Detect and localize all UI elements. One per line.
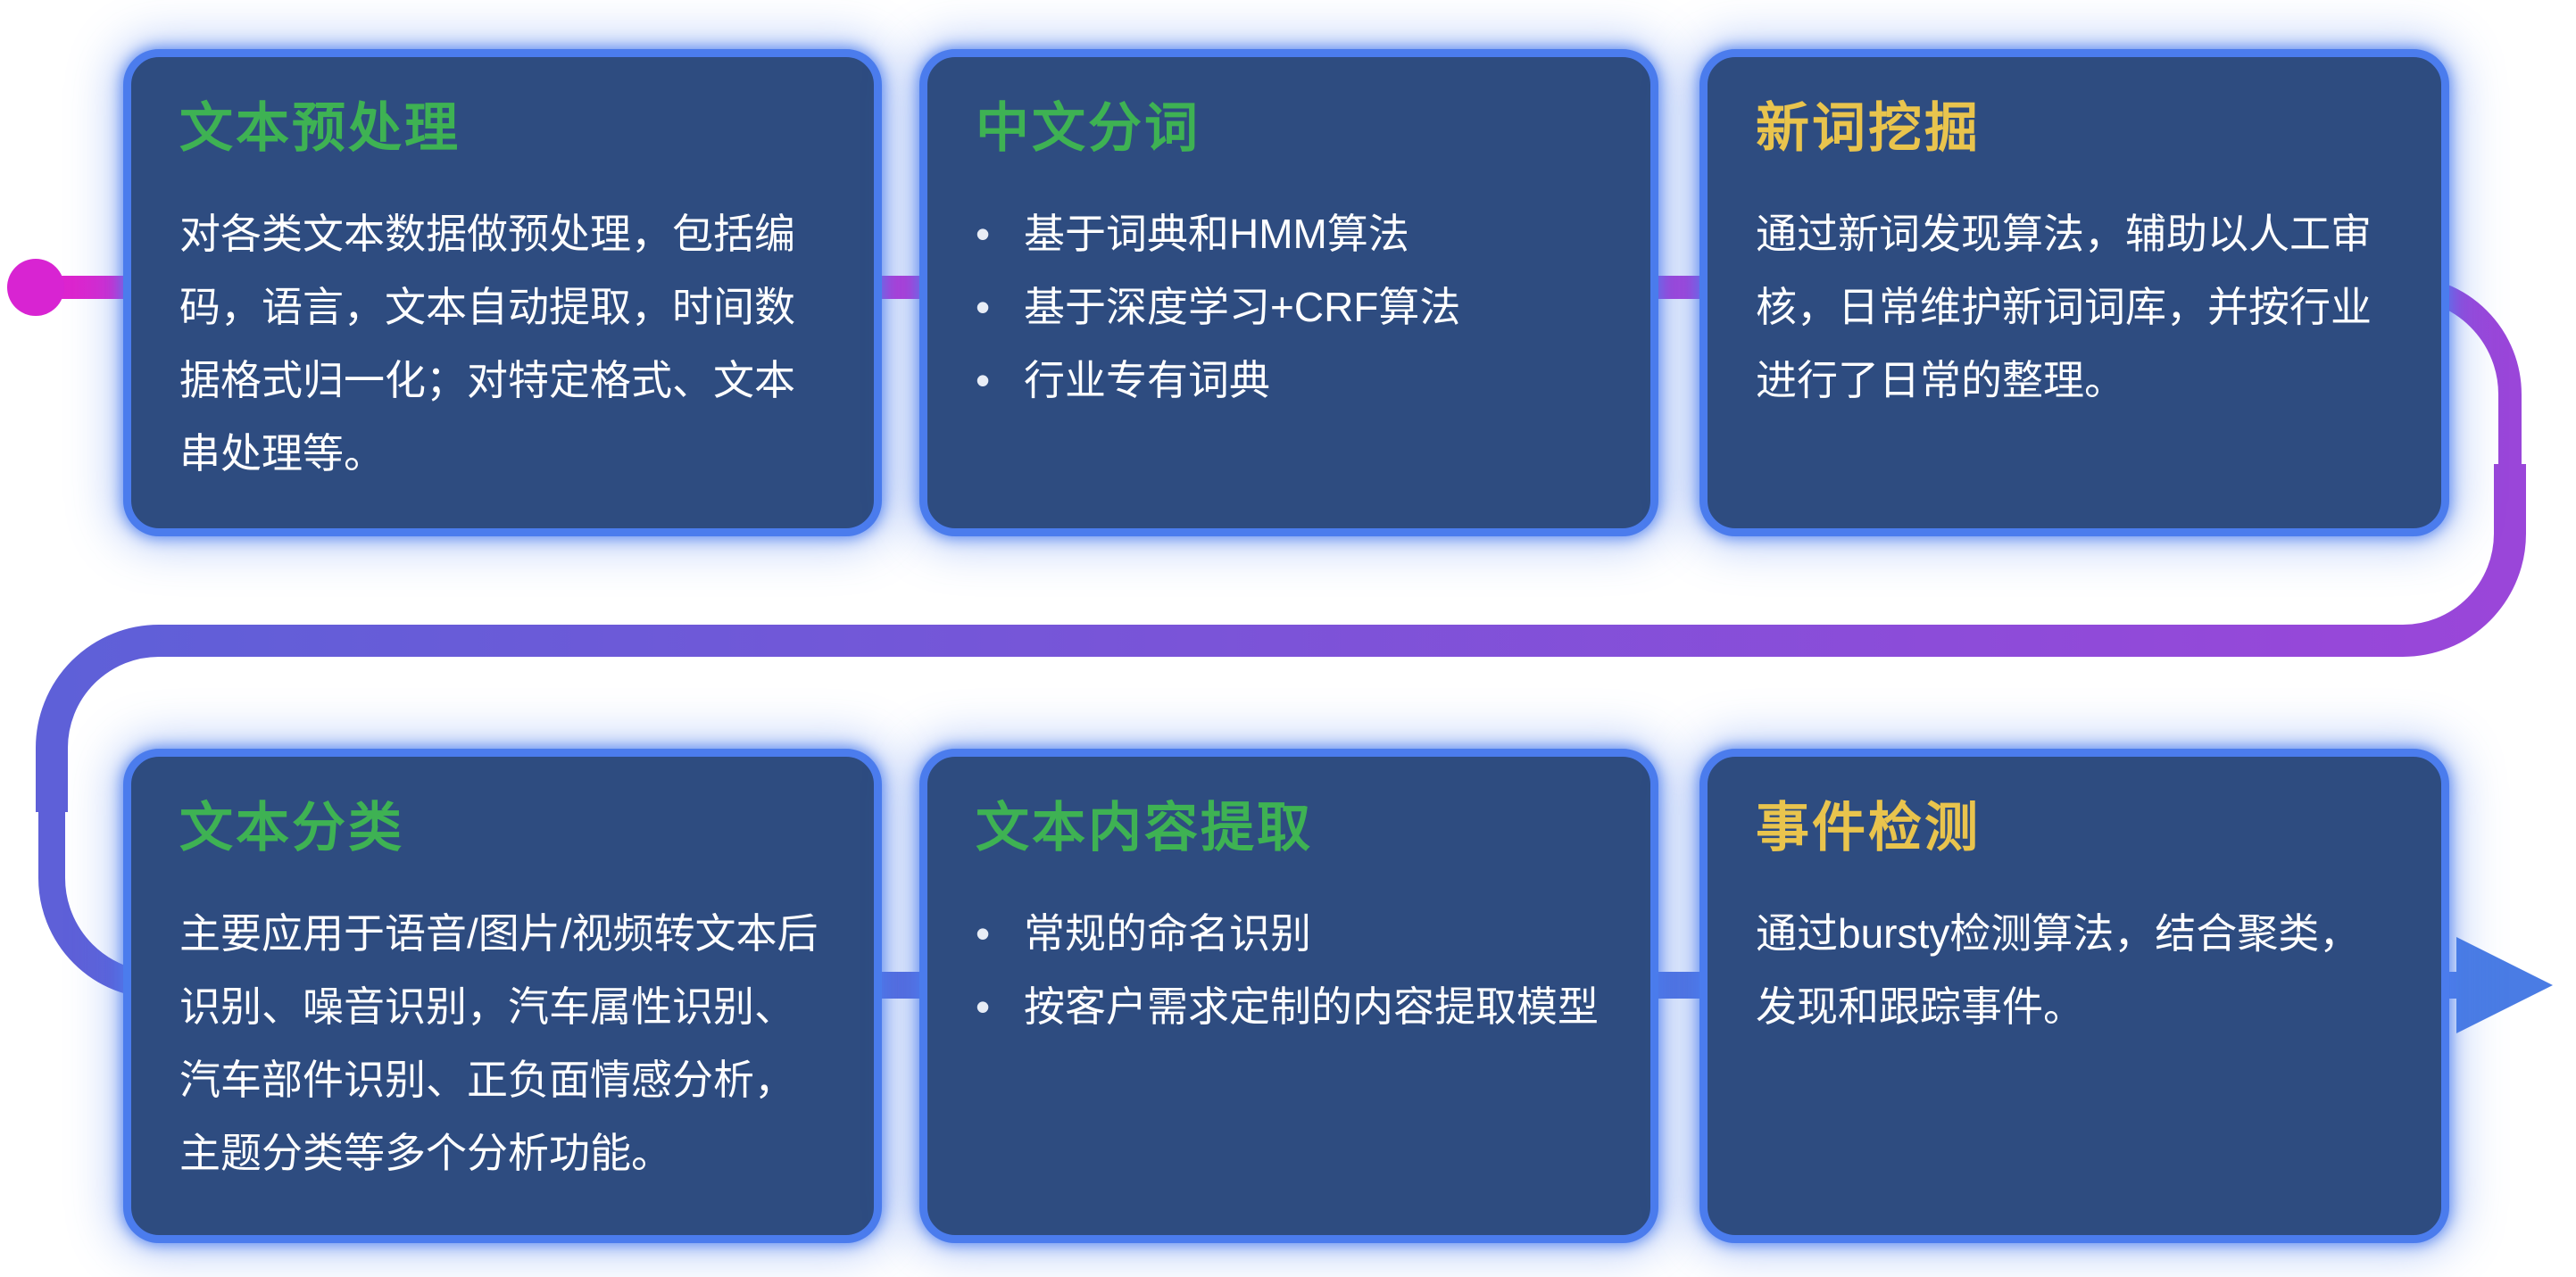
bullet-text: 按客户需求定制的内容提取模型 [1024,983,1599,1030]
card-title: 文本内容提取 [976,798,1313,858]
bullet-list: • 常规的命名识别 • 按客户需求定制的内容提取模型 [976,898,1606,1044]
bullet-dot-icon: • [976,283,991,330]
card-title: 新词挖掘 [1756,98,1981,158]
card-text-classification: 文本分类 主要应用于语音/图片/视频转文本后识别、噪音识别，汽车属性识别、汽车部… [123,749,882,1243]
card-title: 中文分词 [976,98,1201,158]
bullet-dot-icon: • [976,983,991,1030]
arrow-right-icon [2456,937,2553,1033]
bullet-list: • 基于词典和HMM算法 • 基于深度学习+CRF算法 • 行业专有词典 [976,198,1606,418]
bullet-item: • 常规的命名识别 [976,898,1606,971]
bullet-item: • 行业专有词典 [976,344,1606,418]
card-body: 通过新词发现算法，辅助以人工审核，日常维护新词词库，并按行业进行了日常的整理。 [1756,211,2372,403]
card-text-content-extraction: 文本内容提取 • 常规的命名识别 • 按客户需求定制的内容提取模型 [919,749,1658,1243]
bullet-text: 行业专有词典 [1024,356,1270,403]
card-event-detection: 事件检测 通过bursty检测算法，结合聚类，发现和跟踪事件。 [1699,749,2449,1243]
flow-start-dot [7,259,64,316]
bullet-item: • 基于词典和HMM算法 [976,198,1606,271]
bullet-dot-icon: • [976,356,991,403]
bullet-dot-icon: • [976,910,991,957]
card-text-preprocessing: 文本预处理 对各类文本数据做预处理，包括编码，语言，文本自动提取，时间数据格式归… [123,49,882,536]
card-body: 主要应用于语音/图片/视频转文本后识别、噪音识别，汽车属性识别、汽车部件识别、正… [179,910,819,1176]
bullet-dot-icon: • [976,211,991,257]
bullet-text: 常规的命名识别 [1024,910,1311,957]
bullet-text: 基于深度学习+CRF算法 [1024,283,1461,330]
card-chinese-word-segmentation: 中文分词 • 基于词典和HMM算法 • 基于深度学习+CRF算法 • 行业专有词… [919,49,1658,536]
card-title: 事件检测 [1756,798,1981,858]
bullet-text: 基于词典和HMM算法 [1024,211,1409,257]
card-new-word-mining: 新词挖掘 通过新词发现算法，辅助以人工审核，日常维护新词词库，并按行业进行了日常… [1699,49,2449,536]
bullet-item: • 基于深度学习+CRF算法 [976,271,1606,344]
bullet-item: • 按客户需求定制的内容提取模型 [976,971,1606,1044]
card-title: 文本分类 [179,798,404,858]
flow-segment-middle [36,464,2526,812]
card-body: 对各类文本数据做预处理，包括编码，语言，文本自动提取，时间数据格式归一化；对特定… [179,211,795,477]
card-title: 文本预处理 [179,98,461,158]
card-body: 通过bursty检测算法，结合聚类，发现和跟踪事件。 [1756,910,2361,1030]
